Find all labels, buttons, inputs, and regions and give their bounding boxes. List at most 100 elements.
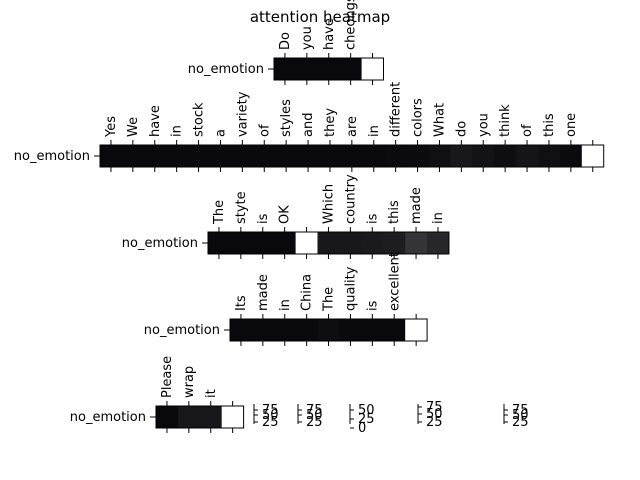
colorbar-tick-label: 25 bbox=[426, 415, 443, 430]
heatmap-cell bbox=[177, 406, 201, 428]
heatmap-cell bbox=[405, 232, 428, 254]
heatmap-cell bbox=[405, 319, 428, 341]
heatmap-cell bbox=[339, 232, 362, 254]
token-label: in bbox=[170, 125, 185, 137]
token-label: quality bbox=[343, 266, 358, 311]
colorbar-tick-label: 50 bbox=[512, 408, 529, 423]
colorbar-tick-label: 75 bbox=[306, 403, 323, 418]
heatmap-cell bbox=[209, 145, 232, 167]
heatmap-cell bbox=[361, 58, 384, 80]
heatmap-frame bbox=[207, 231, 450, 255]
token-label: different bbox=[389, 82, 404, 137]
token-label: you bbox=[300, 26, 315, 50]
heatmap-frame bbox=[273, 57, 384, 81]
heatmap-cell bbox=[275, 145, 298, 167]
heatmap-cell bbox=[581, 145, 605, 167]
chart-title: attention heatmap bbox=[250, 8, 390, 26]
heatmap-frame bbox=[155, 405, 245, 429]
heatmap-frame bbox=[99, 144, 605, 168]
heatmap-cell bbox=[208, 232, 231, 254]
token-label: is bbox=[365, 213, 380, 224]
heatmap-cell bbox=[427, 232, 450, 254]
heatmap-cell bbox=[339, 319, 362, 341]
heatmap-frame bbox=[229, 318, 428, 342]
token-label: have bbox=[322, 18, 337, 50]
row-label: no_emotion bbox=[122, 236, 198, 251]
heatmap-cell bbox=[221, 406, 244, 428]
token-label: Do bbox=[278, 32, 293, 50]
heatmap-cell bbox=[339, 58, 362, 80]
token-label: styte bbox=[234, 191, 249, 224]
token-label: colors bbox=[411, 98, 426, 137]
heatmap-cell bbox=[362, 145, 386, 167]
heatmap-cell bbox=[297, 145, 320, 167]
heatmap-cell bbox=[295, 319, 318, 341]
heatmap-cell bbox=[199, 406, 223, 428]
token-label: a bbox=[213, 129, 228, 137]
token-label: is bbox=[256, 213, 271, 224]
heatmap-cell bbox=[361, 319, 384, 341]
heatmap-cell bbox=[143, 145, 167, 167]
token-label: is bbox=[365, 300, 380, 311]
heatmap-cell bbox=[384, 145, 407, 167]
token-label: you bbox=[476, 113, 491, 137]
heatmap-cell bbox=[253, 145, 276, 167]
token-label: think bbox=[498, 104, 513, 137]
token-label: variety bbox=[235, 91, 250, 137]
token-label: The bbox=[322, 287, 337, 312]
heatmap-cell bbox=[231, 145, 254, 167]
token-label: Which bbox=[321, 184, 336, 224]
heatmap-cell bbox=[165, 145, 188, 167]
token-label: are bbox=[345, 116, 360, 137]
heatmap-cell bbox=[317, 232, 340, 254]
heatmap-cell bbox=[156, 406, 179, 428]
heatmap-cell bbox=[340, 145, 364, 167]
token-label: OK bbox=[278, 205, 293, 224]
colorbar-tick-label: 25 bbox=[306, 415, 323, 430]
heatmap-cell bbox=[274, 58, 297, 80]
token-label: of bbox=[520, 124, 535, 137]
token-label: in bbox=[278, 299, 293, 311]
heatmap-cell bbox=[361, 232, 384, 254]
token-label: What bbox=[432, 103, 447, 137]
token-label: Yes bbox=[104, 116, 119, 138]
token-label: cheongsam bbox=[344, 0, 359, 50]
heatmap-cell bbox=[317, 58, 341, 80]
token-label: one bbox=[564, 113, 579, 137]
heatmap-cell bbox=[428, 145, 451, 167]
token-label: made bbox=[409, 187, 424, 224]
colorbar-tick-label: 0 bbox=[358, 421, 366, 436]
row-label: no_emotion bbox=[14, 149, 90, 164]
colorbar-tick-label: 50 bbox=[426, 407, 443, 422]
token-label: made bbox=[256, 274, 271, 311]
token-label: of bbox=[257, 124, 272, 137]
colorbar-tick-label: 75 bbox=[512, 403, 529, 418]
row-label: no_emotion bbox=[70, 410, 146, 425]
heatmap-cell bbox=[538, 145, 561, 167]
heatmap-cell bbox=[319, 145, 342, 167]
row-label: no_emotion bbox=[144, 323, 220, 338]
token-label: in bbox=[367, 125, 382, 137]
heatmap-cell bbox=[450, 145, 473, 167]
colorbar-tick-label: 50 bbox=[262, 408, 279, 423]
token-label: it bbox=[204, 389, 219, 398]
token-label: Please bbox=[160, 356, 175, 398]
colorbar-tick-label: 50 bbox=[358, 403, 375, 418]
heatmap-cell bbox=[383, 232, 406, 254]
heatmap-cell bbox=[295, 232, 318, 254]
token-label: styles bbox=[279, 99, 294, 137]
heatmap-cell bbox=[559, 145, 583, 167]
colorbar-tick-label: 25 bbox=[358, 412, 375, 427]
token-label: in bbox=[431, 212, 446, 224]
colorbar-tick-label: 25 bbox=[512, 415, 529, 430]
token-label: excellent bbox=[387, 252, 402, 311]
